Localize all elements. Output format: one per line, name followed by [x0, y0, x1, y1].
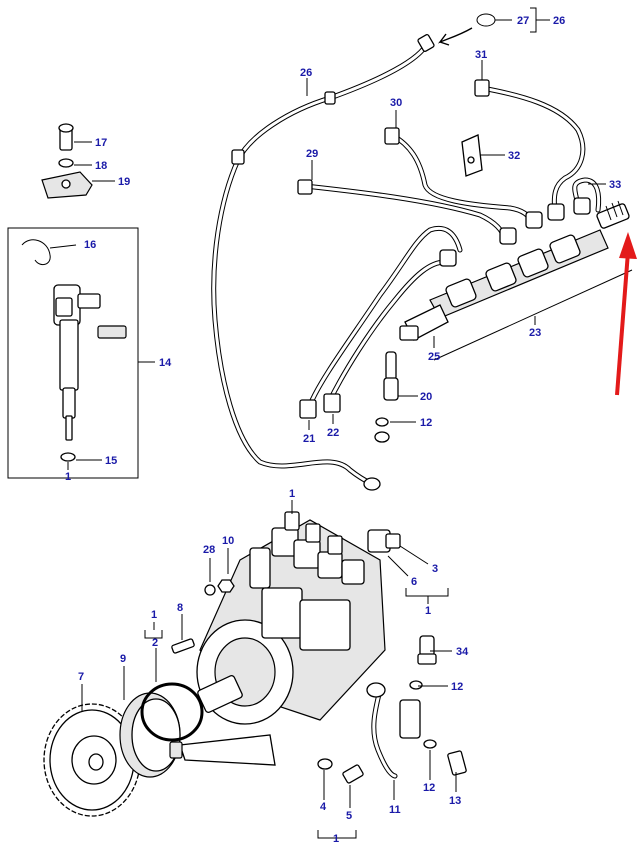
- callout-1: 1: [65, 471, 71, 483]
- leader-lines: [49, 7, 633, 839]
- callout-27: 27: [517, 15, 529, 27]
- callout-19: 19: [118, 176, 130, 188]
- callout-11: 11: [389, 804, 401, 816]
- callout-6: 6: [411, 576, 417, 588]
- callout-13: 13: [449, 795, 461, 807]
- callout-20: 20: [420, 391, 432, 403]
- callout-1: 1: [425, 605, 431, 617]
- callout-2: 2: [152, 637, 158, 649]
- clamp-assembly: [41, 123, 93, 199]
- callout-3: 3: [432, 563, 438, 575]
- injector-box: [7, 227, 139, 479]
- red-arrow-icon: [615, 232, 637, 396]
- callout-1: 1: [333, 833, 339, 845]
- callout-9: 9: [120, 653, 126, 665]
- callout-16: 16: [84, 239, 96, 251]
- common-rail: [374, 197, 630, 443]
- callout-25: 25: [428, 351, 440, 363]
- callout-10: 10: [222, 535, 234, 547]
- callout-7: 7: [78, 671, 84, 683]
- return-fittings: [317, 635, 467, 784]
- drive-gear: [43, 682, 276, 817]
- callout-30: 30: [390, 97, 402, 109]
- callout-26: 26: [553, 15, 565, 27]
- callout-34: 34: [456, 646, 469, 658]
- callout-labels: 27 26 26 31 30 32 29 33 17 18 19 16 14 1…: [65, 15, 621, 845]
- callout-4: 4: [320, 801, 327, 813]
- callout-32: 32: [508, 150, 520, 162]
- callout-12: 12: [423, 782, 435, 794]
- callout-5: 5: [346, 810, 352, 822]
- callout-15: 15: [105, 455, 117, 467]
- callout-14: 14: [159, 357, 172, 369]
- callout-17: 17: [95, 137, 107, 149]
- callout-8: 8: [177, 602, 183, 614]
- callout-1: 1: [151, 609, 157, 621]
- injection-pump: [171, 511, 401, 725]
- callout-28: 28: [203, 544, 215, 556]
- callout-22: 22: [327, 427, 339, 439]
- callout-31: 31: [475, 49, 487, 61]
- callout-12: 12: [451, 681, 463, 693]
- callout-33: 33: [609, 179, 621, 191]
- pipe-fittings: [231, 34, 490, 491]
- bracket-32: [461, 134, 483, 177]
- callout-21: 21: [303, 433, 315, 445]
- callout-12: 12: [420, 417, 432, 429]
- callout-29: 29: [306, 148, 318, 160]
- callout-23: 23: [529, 327, 541, 339]
- callout-26: 26: [300, 67, 312, 79]
- callout-18: 18: [95, 160, 107, 172]
- callout-1: 1: [289, 488, 295, 500]
